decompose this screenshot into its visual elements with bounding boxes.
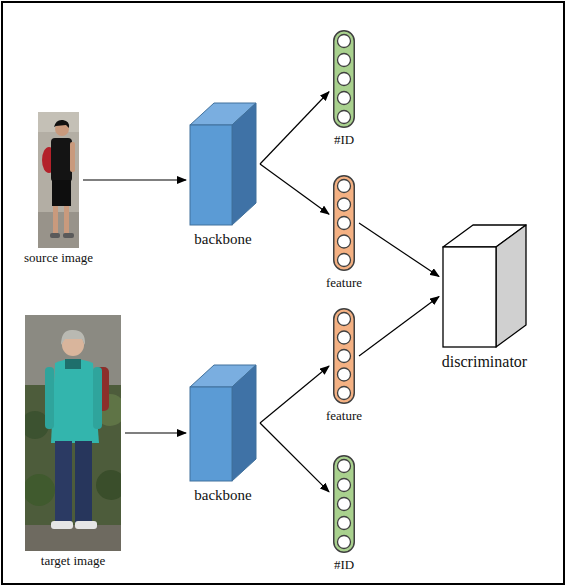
node-shape	[333, 30, 355, 128]
neuron-circle	[338, 350, 351, 363]
neuron-circle	[338, 517, 351, 530]
vector-node: #ID	[333, 455, 355, 553]
arrow-connector	[260, 164, 329, 214]
arrow-connector	[83, 179, 186, 180]
cube-front	[190, 125, 232, 225]
node-label: backbone	[194, 231, 251, 248]
node-label: target image	[41, 554, 105, 568]
node-shape	[333, 175, 355, 271]
network-block: backbone	[190, 365, 256, 481]
neuron-circle	[338, 387, 351, 400]
neuron-circle	[338, 35, 351, 48]
arrow-connector	[260, 423, 329, 492]
neuron-circle	[338, 254, 351, 267]
node-label: #ID	[334, 133, 354, 147]
cube-side	[232, 103, 256, 225]
target-photo	[25, 315, 121, 551]
arrow-connector	[359, 223, 439, 277]
neuron-circle	[338, 180, 351, 193]
neuron-circle	[338, 313, 351, 326]
vector-node: #ID	[333, 30, 355, 128]
arrow-connector	[125, 432, 186, 433]
node-label: discriminator	[442, 353, 527, 371]
image-node: target image	[25, 315, 121, 551]
neuron-circle	[338, 479, 351, 492]
neuron-circle	[338, 235, 351, 248]
network-block: discriminator	[443, 225, 526, 347]
vector-pill	[334, 456, 355, 553]
vector-pill	[334, 31, 355, 128]
cube-side	[232, 365, 256, 481]
cube-side	[496, 225, 526, 347]
arrow-connector	[359, 297, 439, 357]
arrow-connector	[260, 366, 329, 423]
neuron-circle	[338, 460, 351, 473]
neuron-circle	[338, 368, 351, 381]
neuron-circle	[338, 198, 351, 211]
neuron-circle	[338, 111, 351, 124]
vector-pill	[334, 309, 355, 404]
node-shape	[333, 308, 355, 404]
node-label: source image	[24, 251, 93, 265]
neuron-circle	[338, 92, 351, 105]
network-block: backbone	[190, 103, 256, 225]
neuron-circle	[338, 54, 351, 67]
source-photo	[38, 112, 79, 248]
neuron-circle	[338, 217, 351, 230]
vector-node: feature	[333, 175, 355, 271]
neuron-circle	[338, 498, 351, 511]
node-label: backbone	[194, 487, 251, 504]
node-shape	[190, 103, 256, 225]
neuron-circle	[338, 536, 351, 549]
node-label: #ID	[334, 558, 354, 572]
node-label: feature	[326, 409, 362, 423]
cube-front	[443, 247, 496, 347]
node-label: feature	[326, 276, 362, 290]
node-shape	[333, 455, 355, 553]
image-node: source image	[38, 112, 79, 248]
cube-front	[190, 387, 232, 481]
node-shape	[443, 225, 526, 347]
node-shape	[190, 365, 256, 481]
arrow-connector	[260, 92, 329, 164]
vector-pill	[334, 176, 355, 271]
neuron-circle	[338, 73, 351, 86]
vector-node: feature	[333, 308, 355, 404]
neuron-circle	[338, 331, 351, 344]
